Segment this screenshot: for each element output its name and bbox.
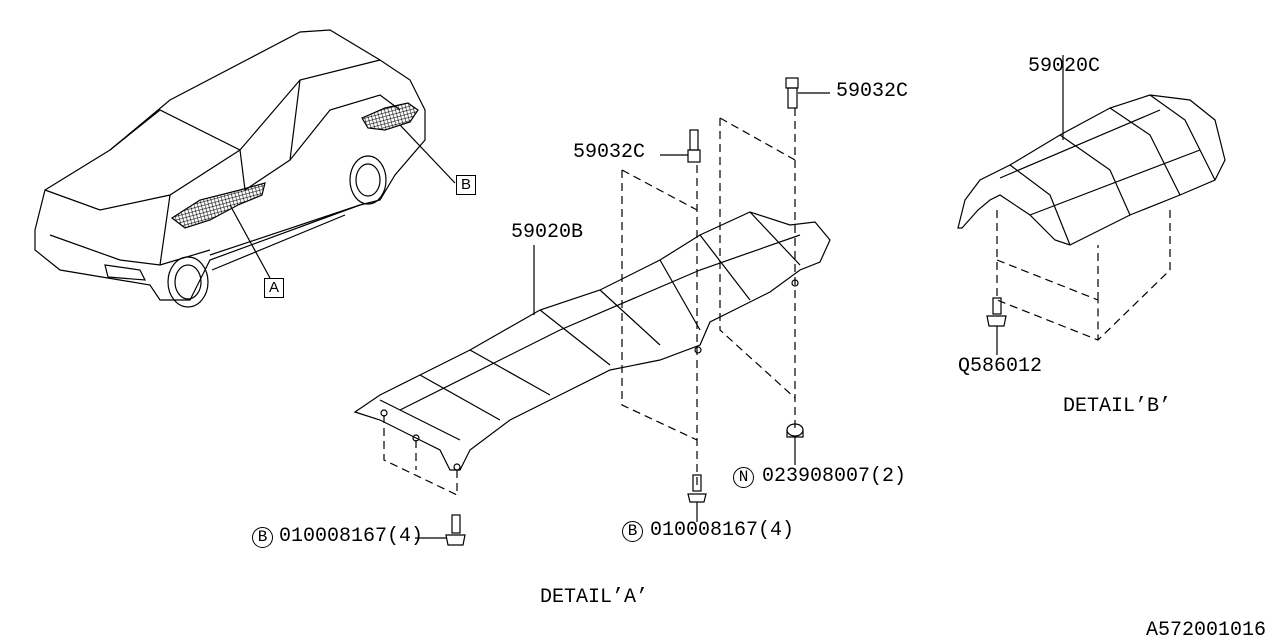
- figure-id: A572001016: [1146, 619, 1267, 640]
- nut-023908007: [786, 423, 804, 465]
- leader-lines: [229, 124, 456, 279]
- label-59020b: 59020B: [511, 221, 584, 244]
- ref-box-b: B: [456, 175, 476, 195]
- bolt-center: [687, 474, 707, 522]
- bolt-left-symbol: B: [252, 527, 273, 548]
- label-59032c-left: 59032C: [573, 141, 646, 164]
- bolt-left: [415, 514, 466, 546]
- cover-59020b: [353, 211, 831, 471]
- label-bolt-left-part: 010008167(4): [279, 525, 424, 548]
- mesh-area-a: [170, 182, 266, 229]
- label-q586012: Q586012: [958, 355, 1043, 378]
- label-59020c: 59020C: [1028, 55, 1101, 78]
- caption-detail-a: DETAIL’A’: [540, 586, 649, 609]
- nut-symbol: N: [733, 467, 754, 488]
- vehicle-outline: [34, 29, 426, 308]
- label-nut-part: 023908007(2): [762, 465, 907, 488]
- ref-box-a: A: [264, 278, 284, 298]
- mesh-area-b: [361, 102, 419, 131]
- caption-detail-b: DETAIL’B’: [1063, 395, 1172, 418]
- label-bolt-center-part: 010008167(4): [650, 519, 795, 542]
- label-59032c-right: 59032C: [836, 80, 909, 103]
- spacer-59032c-right: [785, 77, 830, 109]
- bolt-q586012: [986, 297, 1007, 355]
- cover-59020c: [957, 55, 1226, 246]
- spacer-59032c-left: [660, 129, 701, 163]
- assembly-lines: [383, 108, 1171, 496]
- bolt-center-symbol: B: [622, 521, 643, 542]
